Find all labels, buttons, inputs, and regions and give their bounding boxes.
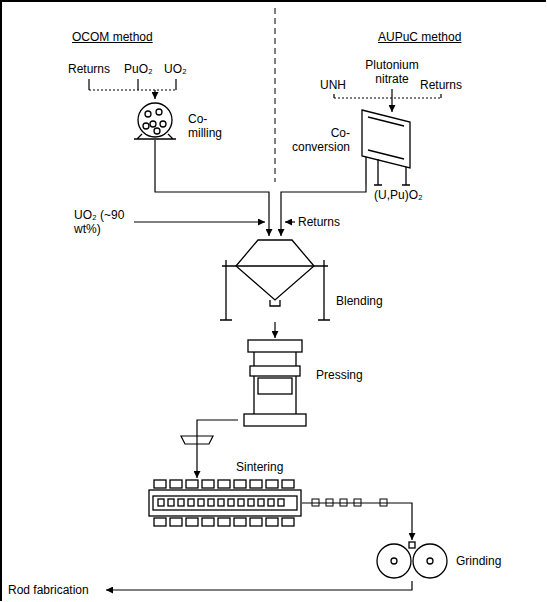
material-label: UO₂ (~90 wt%) bbox=[74, 208, 132, 236]
material-label: PuO₂ bbox=[124, 62, 153, 76]
material-label: Returns bbox=[68, 62, 110, 76]
merge-line bbox=[89, 89, 176, 90]
equipment-symbol bbox=[128, 100, 182, 140]
step-label: Sintering bbox=[236, 460, 283, 474]
feed-arrow bbox=[285, 221, 295, 222]
method-heading: AUPuC method bbox=[378, 30, 461, 44]
equipment-symbol bbox=[218, 236, 332, 322]
divider-line bbox=[275, 8, 276, 182]
step-label: Grinding bbox=[456, 554, 501, 568]
output-arrow bbox=[106, 581, 412, 590]
step-label: Co- milling bbox=[188, 112, 236, 140]
feed-arrow bbox=[391, 98, 392, 112]
conversion-furnace: Co- conversion bbox=[356, 108, 416, 185]
flow-arrow bbox=[302, 503, 412, 540]
equipment-symbol bbox=[356, 108, 416, 185]
equipment-symbol bbox=[238, 338, 312, 428]
merge-line bbox=[334, 97, 441, 98]
material-label: UNH bbox=[320, 78, 346, 92]
step-label: Pressing bbox=[316, 368, 363, 382]
flow-arrow bbox=[274, 322, 275, 338]
press: Pressing bbox=[238, 338, 312, 428]
material-label: Rod fabrication bbox=[8, 583, 89, 597]
equipment-symbol bbox=[148, 478, 302, 528]
blender: Blending bbox=[218, 236, 332, 322]
material-label: Returns bbox=[420, 78, 462, 92]
flow-arrow bbox=[155, 140, 269, 236]
material-label: UO₂ bbox=[164, 62, 187, 76]
milling-machine: Co- milling bbox=[128, 100, 182, 140]
step-label: Co- conversion bbox=[284, 126, 350, 154]
step-label: Blending bbox=[336, 294, 383, 308]
grinder: Grinding bbox=[372, 540, 452, 580]
sintering-furnace: Sintering bbox=[148, 478, 302, 528]
material-label: Returns bbox=[298, 215, 340, 229]
method-heading: OCOM method bbox=[72, 30, 153, 44]
feed-arrow bbox=[154, 90, 155, 99]
feed-line bbox=[89, 79, 176, 90]
material-label: (U,Pu)O₂ bbox=[374, 188, 423, 202]
flow-arrow bbox=[281, 185, 366, 236]
flow-arrow bbox=[197, 420, 238, 478]
equipment-symbol bbox=[372, 540, 452, 580]
feed-arrow bbox=[134, 221, 265, 222]
material-label: Plutonium nitrate bbox=[362, 58, 422, 86]
